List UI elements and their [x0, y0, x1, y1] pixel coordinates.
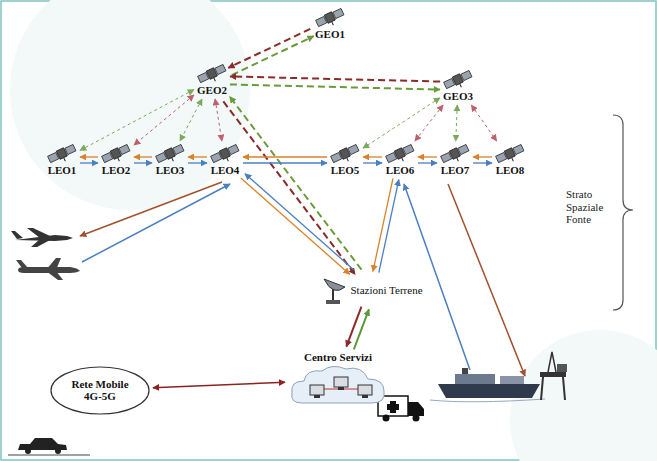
satellite-label: LEO3 [156, 164, 185, 176]
connector [415, 105, 443, 141]
satellite-icon [47, 144, 77, 164]
connector [215, 99, 222, 141]
satellite-icon [210, 144, 240, 164]
connector [456, 105, 457, 141]
connector [230, 76, 440, 81]
satellite-icon [385, 144, 415, 164]
satellite-label: LEO6 [386, 164, 415, 176]
connector [363, 98, 440, 148]
satellite-node: LEO3 [155, 144, 185, 176]
connector [188, 162, 207, 163]
satellite-node: LEO1 [47, 144, 77, 176]
connector [223, 101, 355, 274]
mobile-network-ellipse: Rete Mobile 4G-5G [50, 366, 150, 415]
satellite-node: LEO8 [495, 144, 525, 176]
connector [153, 382, 285, 388]
connector [241, 178, 350, 274]
satellite-label: GEO2 [197, 84, 227, 96]
connector [354, 309, 369, 349]
satellite-icon [495, 144, 525, 164]
connector [418, 162, 437, 163]
station-label: Stazioni Terrene [350, 284, 422, 296]
connector [180, 99, 202, 141]
satellite-icon [197, 64, 227, 84]
connector [473, 162, 492, 163]
connector [471, 105, 496, 141]
connector [134, 162, 152, 163]
service-center-cloud: Centro Servizi [288, 351, 388, 409]
network-label: Rete Mobile 4G-5G [67, 378, 133, 402]
ground-station: Stazioni Terrene [321, 275, 422, 305]
connector [188, 156, 207, 157]
satellite-node: LEO6 [385, 144, 415, 176]
connector [134, 95, 194, 145]
background-circle [10, 0, 250, 210]
connector [473, 156, 492, 157]
connector [346, 307, 361, 347]
connector [363, 162, 382, 163]
satellite-node: GEO3 [443, 70, 473, 102]
bracket [613, 115, 633, 310]
fighter-jet [11, 228, 73, 247]
layer-label: Strato Spaziale Fonte [566, 188, 616, 226]
satellite-node: LEO5 [330, 144, 360, 176]
connector [228, 29, 310, 68]
connector [134, 156, 152, 157]
connector [80, 156, 98, 157]
satellite-label: GEO1 [315, 28, 345, 40]
airliner [16, 258, 80, 280]
link-line [448, 184, 525, 376]
connector [245, 174, 354, 270]
satellite-icon [440, 144, 470, 164]
connector [232, 36, 314, 75]
cloud-icon [288, 363, 388, 409]
link-line [82, 184, 230, 262]
satellite-label: LEO8 [496, 164, 525, 176]
satellite-icon [443, 70, 473, 90]
satellite-label: LEO4 [211, 164, 240, 176]
connector [363, 156, 382, 157]
connector [80, 90, 194, 151]
satellite-icon [101, 144, 131, 164]
satellite-icon [155, 144, 185, 164]
satellite-node: GEO1 [315, 8, 345, 40]
oil-rig [540, 352, 567, 400]
satellite-label: LEO1 [48, 164, 77, 176]
connector [418, 156, 437, 157]
connector [243, 156, 327, 157]
satellite-node: LEO4 [210, 144, 240, 176]
connector [230, 84, 440, 89]
ship [430, 368, 545, 402]
connector [373, 178, 393, 271]
satellite-label: LEO5 [331, 164, 360, 176]
link-line [80, 182, 222, 236]
ambulance [378, 396, 424, 422]
connector [379, 180, 399, 273]
connector [243, 162, 327, 163]
satellite-label: LEO7 [441, 164, 470, 176]
satellite-icon [330, 144, 360, 164]
satellite-label: GEO3 [443, 90, 473, 102]
satellite-node: GEO2 [197, 64, 227, 96]
satellite-node: LEO7 [440, 144, 470, 176]
connector [230, 97, 362, 270]
dish-icon [321, 275, 347, 305]
satellite-icon [315, 8, 345, 28]
satellite-node: LEO2 [101, 144, 131, 176]
satellite-label: LEO2 [102, 164, 131, 176]
service-center-label: Centro Servizi [304, 351, 372, 363]
link-line [404, 184, 470, 370]
car [8, 438, 90, 455]
connector [80, 162, 98, 163]
